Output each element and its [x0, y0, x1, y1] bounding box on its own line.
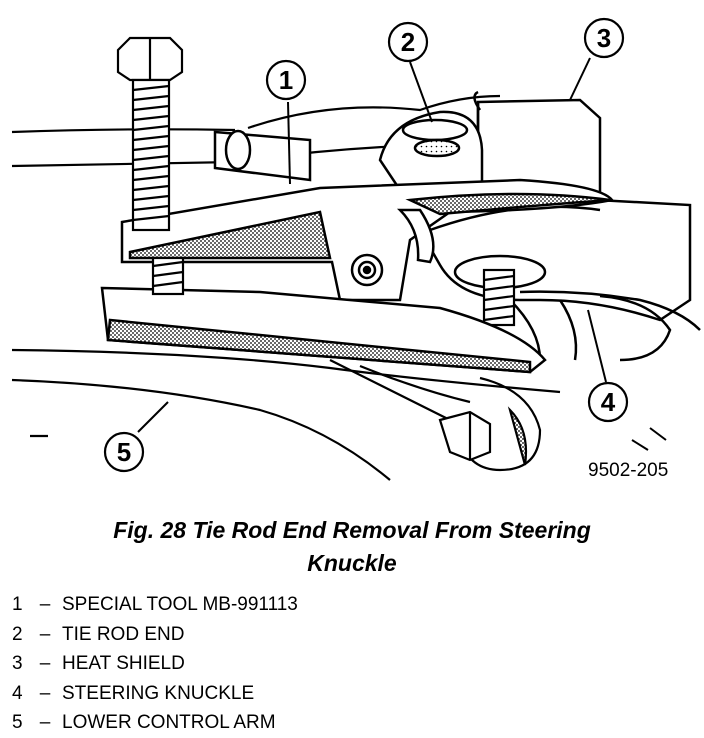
tie-rod-removal-illustration: 1 2 3 4 5 9502-205: [11, 17, 701, 481]
legend-number: 2: [12, 623, 23, 645]
callout-5: 5: [103, 431, 145, 473]
callout-3: 3: [583, 17, 625, 59]
legend-item: 5–LOWER CONTROL ARM: [12, 708, 298, 738]
knuckle-stud: [482, 268, 516, 327]
figure-code: 9502-205: [588, 460, 668, 481]
callout-1-number: 1: [279, 65, 293, 95]
forcing-screw: [116, 36, 185, 296]
legend-label: HEAT SHIELD: [62, 653, 185, 674]
callout-5-number: 5: [117, 437, 131, 467]
legend-item: 2–TIE ROD END: [12, 620, 298, 650]
legend-item: 4–STEERING KNUCKLE: [12, 679, 298, 709]
figure-caption: Fig. 28 Tie Rod End Removal From Steerin…: [0, 514, 704, 580]
legend-separator: –: [39, 682, 51, 704]
legend-number: 4: [12, 682, 23, 704]
caption-line-1: Fig. 28 Tie Rod End Removal From Steerin…: [113, 517, 591, 543]
legend-item: 1–SPECIAL TOOL MB-991113: [12, 590, 298, 620]
callout-2: 2: [387, 21, 429, 63]
legend-separator: –: [39, 623, 51, 645]
legend-label: LOWER CONTROL ARM: [62, 712, 276, 733]
callout-2-number: 2: [401, 27, 415, 57]
tie-rod-tube: [213, 129, 312, 182]
tie-rod-end: [378, 110, 484, 192]
callout-1: 1: [265, 59, 307, 101]
legend-separator: –: [39, 712, 51, 733]
lower-control-arm: [11, 348, 561, 481]
legend-label: TIE ROD END: [62, 623, 185, 645]
legend-label: SPECIAL TOOL MB-991113: [62, 594, 298, 615]
legend-number: 3: [12, 653, 23, 674]
special-tool: [120, 178, 615, 302]
caption-line-2: Knuckle: [307, 550, 397, 576]
legend-separator: –: [39, 594, 51, 615]
parts-legend: 1–SPECIAL TOOL MB-991113 2–TIE ROD END 3…: [12, 590, 298, 738]
callout-4-number: 4: [601, 387, 616, 417]
legend-number: 5: [12, 712, 23, 733]
tool-lower-jaw: [100, 286, 547, 374]
legend-separator: –: [39, 653, 51, 674]
callout-leaders: [137, 57, 667, 451]
legend-number: 1: [12, 594, 23, 615]
callout-3-number: 3: [597, 23, 611, 53]
callout-4: 4: [587, 381, 629, 423]
legend-label: STEERING KNUCKLE: [62, 682, 255, 704]
legend-item: 3–HEAT SHIELD: [12, 649, 298, 679]
